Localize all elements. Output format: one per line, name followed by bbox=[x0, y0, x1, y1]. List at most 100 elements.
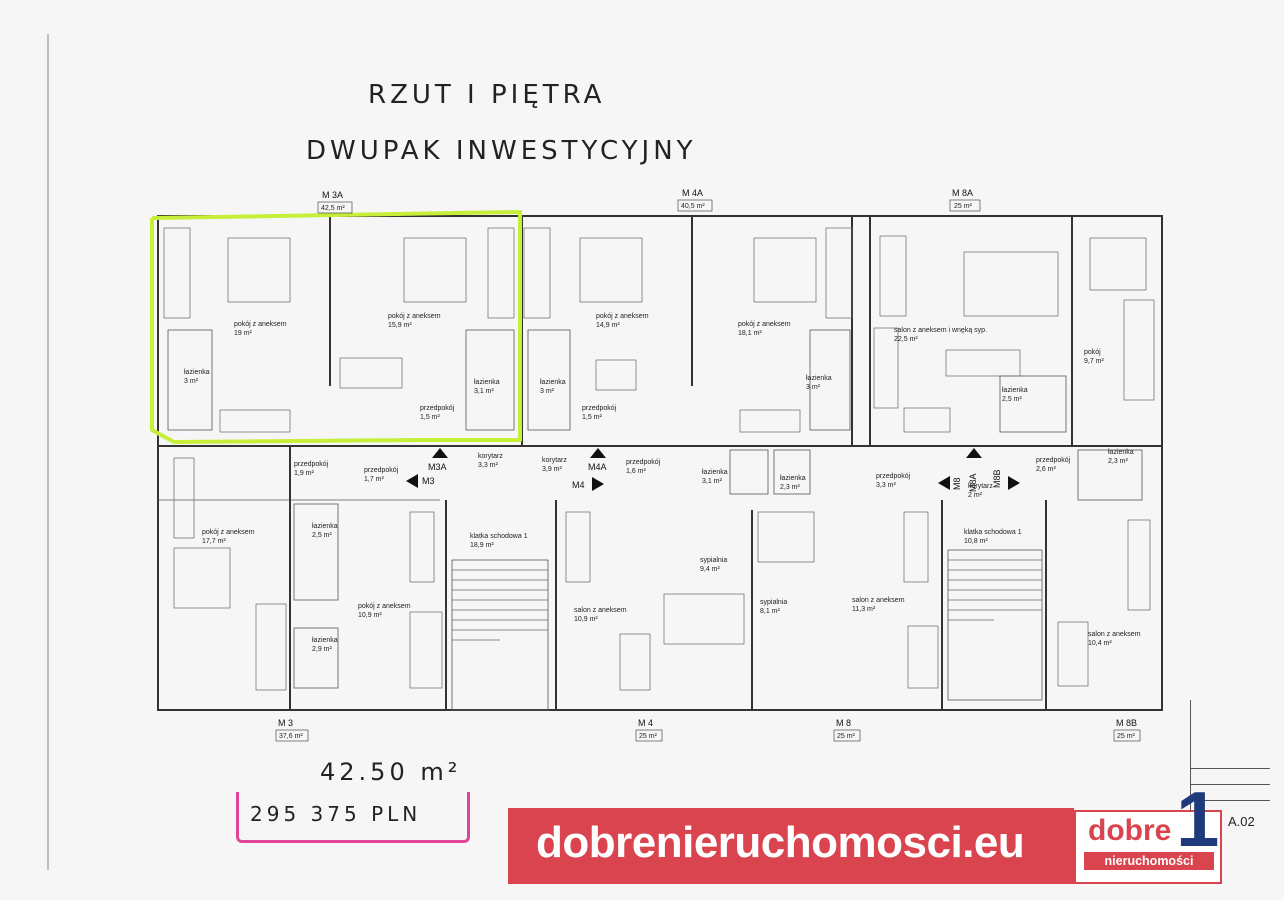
entrance-marker-m4a bbox=[590, 448, 606, 458]
room-area: 3,1 m² bbox=[474, 388, 495, 395]
room-area: 2,9 m² bbox=[312, 646, 333, 653]
entrance-marker-m4 bbox=[592, 477, 604, 491]
room-label: łazienka bbox=[702, 469, 728, 476]
room-label: przedpokój bbox=[876, 473, 911, 480]
entrance-marker-m8b bbox=[1008, 476, 1020, 490]
room-label: korytarz bbox=[542, 457, 567, 464]
company-logo: 1 dobre nieruchomości bbox=[1074, 780, 1222, 884]
room-label: salon z aneksem bbox=[1088, 631, 1141, 638]
room-labels-bottom: pokój z aneksem 17,7 m² łazienka 2,5 m² … bbox=[202, 523, 1141, 653]
entrance-marker-m8 bbox=[938, 476, 950, 490]
room-label: pokój z aneksem bbox=[234, 321, 287, 328]
room-area: 9,4 m² bbox=[700, 566, 721, 573]
room-area: 17,7 m² bbox=[202, 538, 226, 545]
logo-word: dobre bbox=[1088, 814, 1172, 847]
price-underline bbox=[236, 792, 470, 843]
room-label: korytarz bbox=[478, 453, 503, 460]
room-area: 22,5 m² bbox=[894, 336, 918, 343]
apt-label-m4: M 4 bbox=[638, 718, 653, 728]
room-label: łazienka bbox=[780, 475, 806, 482]
room-area: 2 m² bbox=[968, 492, 983, 499]
logo-subtitle: nieruchomości bbox=[1084, 852, 1214, 870]
logo-digit: 1 bbox=[1176, 775, 1220, 863]
room-area: 10,9 m² bbox=[574, 616, 598, 623]
marker-label-m3a: M3A bbox=[428, 462, 447, 472]
plan-title: RZUT I PIĘTRA bbox=[368, 80, 606, 110]
room-label: przedpokój bbox=[626, 459, 661, 466]
marker-label-m3: M3 bbox=[422, 476, 435, 486]
room-label: pokój z aneksem bbox=[202, 529, 255, 536]
room-label: przedpokój bbox=[364, 467, 399, 474]
marker-label-m8: M8 bbox=[952, 477, 962, 490]
room-label: łazienka bbox=[312, 523, 338, 530]
room-label: przedpokój bbox=[420, 405, 455, 412]
room-label: łazienka bbox=[312, 637, 338, 644]
room-area: 2,3 m² bbox=[1108, 458, 1129, 465]
room-label: salon z aneksem bbox=[852, 597, 905, 604]
apt-label-m3: M 3 bbox=[278, 718, 293, 728]
room-area: 11,3 m² bbox=[852, 606, 876, 613]
entrance-marker-m8a bbox=[966, 448, 982, 458]
apt-area-m4a: 40,5 m² bbox=[681, 203, 705, 210]
room-area: 8,1 m² bbox=[760, 608, 781, 615]
area-note: 42.50 m² bbox=[320, 758, 462, 786]
room-area: 10,8 m² bbox=[964, 538, 988, 545]
room-area: 3,9 m² bbox=[542, 466, 563, 473]
room-label: pokój z aneksem bbox=[388, 313, 441, 320]
room-area: 3 m² bbox=[184, 378, 199, 385]
apt-label-m4a: M 4A bbox=[682, 188, 703, 198]
room-area: 10,4 m² bbox=[1088, 640, 1112, 647]
apt-area-m3: 37,6 m² bbox=[279, 733, 303, 740]
room-area: 18,9 m² bbox=[470, 542, 494, 549]
room-area: 1,5 m² bbox=[582, 414, 603, 421]
room-label: łazienka bbox=[184, 369, 210, 376]
room-label: łazienka bbox=[1108, 449, 1134, 456]
room-label: pokój z aneksem bbox=[358, 603, 411, 610]
room-area: 3,3 m² bbox=[478, 462, 499, 469]
logo-box bbox=[1074, 810, 1222, 884]
marker-label-m8a: M8A bbox=[968, 473, 978, 492]
room-area: 10,9 m² bbox=[358, 612, 382, 619]
room-label: przedpokój bbox=[1036, 457, 1071, 464]
room-label: sypialnia bbox=[760, 599, 787, 606]
room-area: 2,5 m² bbox=[1002, 396, 1023, 403]
room-label: korytarz bbox=[968, 483, 993, 490]
room-area: 1,6 m² bbox=[626, 468, 647, 475]
room-area: 19 m² bbox=[234, 330, 253, 337]
apt-label-m3a: M 3A bbox=[322, 190, 343, 200]
room-label: przedpokój bbox=[582, 405, 617, 412]
price-note: 295 375 PLN bbox=[250, 802, 422, 826]
plan-subtitle: DWUPAK INWESTYCYJNY bbox=[306, 136, 697, 166]
sheet-code: A.02 bbox=[1228, 814, 1255, 829]
room-area: 2,3 m² bbox=[780, 484, 801, 491]
room-area: 3 m² bbox=[806, 384, 821, 391]
room-label: łazienka bbox=[1002, 387, 1028, 394]
room-labels-top: pokój z aneksem 19 m² pokój z aneksem 15… bbox=[184, 313, 1105, 421]
room-labels-corridor: przedpokój 1,9 m² przedpokój 1,7 m² kory… bbox=[294, 449, 1134, 499]
marker-label-m4a: M4A bbox=[588, 462, 607, 472]
room-label: łazienka bbox=[474, 379, 500, 386]
apt-label-m8b: M 8B bbox=[1116, 718, 1137, 728]
entrance-marker-m3 bbox=[406, 474, 418, 488]
room-label: pokój bbox=[1084, 349, 1101, 356]
room-area: 3,3 m² bbox=[876, 482, 897, 489]
room-label: klatka schodowa 1 bbox=[470, 533, 528, 540]
room-label: łazienka bbox=[806, 375, 832, 382]
apt-area-m4: 25 m² bbox=[639, 733, 658, 740]
room-label: pokój z aneksem bbox=[738, 321, 791, 328]
room-label: klatka schodowa 1 bbox=[964, 529, 1022, 536]
room-area: 14,9 m² bbox=[596, 322, 620, 329]
room-area: 1,9 m² bbox=[294, 470, 315, 477]
title-block bbox=[1190, 700, 1270, 880]
room-label: pokój z aneksem bbox=[596, 313, 649, 320]
apt-area-m8a: 25 m² bbox=[954, 203, 973, 210]
apt-label-m8a: M 8A bbox=[952, 188, 973, 198]
room-area: 2,6 m² bbox=[1036, 466, 1057, 473]
room-label: sypialnia bbox=[700, 557, 727, 564]
room-label: salon z aneksem i wnęką syp. bbox=[894, 327, 987, 334]
building-outline bbox=[157, 215, 1163, 711]
apt-area-m3a: 42,5 m² bbox=[321, 205, 345, 212]
entrance-marker-m3a bbox=[432, 448, 448, 458]
